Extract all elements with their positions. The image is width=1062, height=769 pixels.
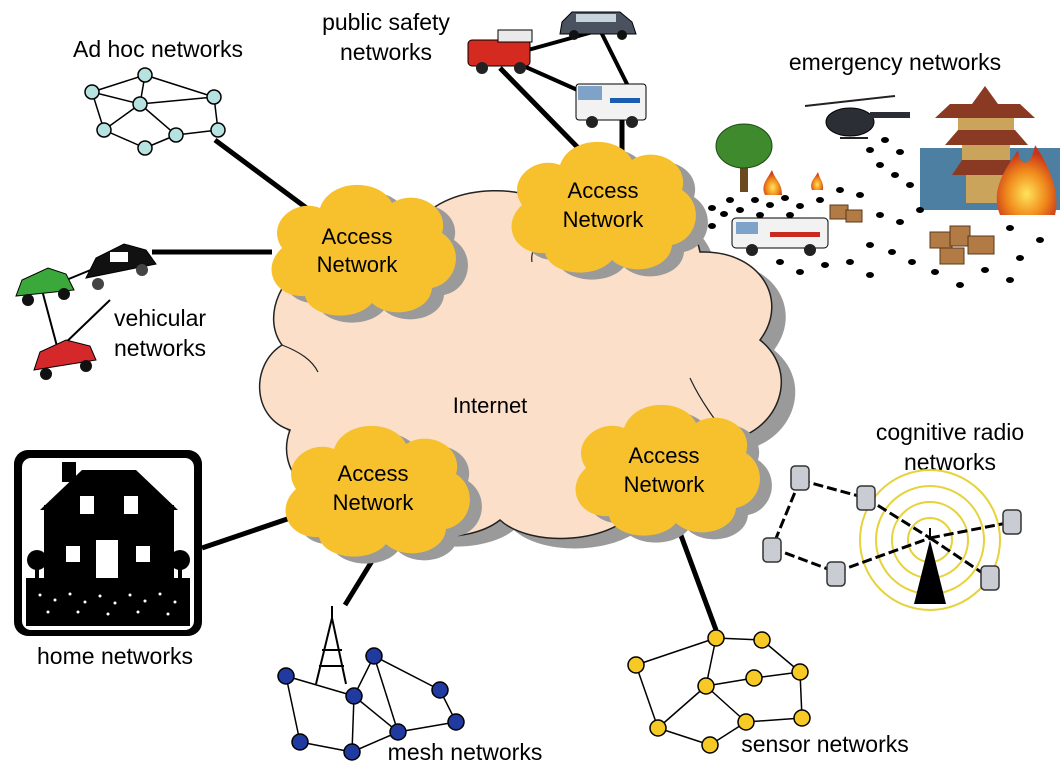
access-label-line2: Network bbox=[563, 207, 645, 232]
emergency-node-dots bbox=[708, 137, 1044, 288]
mesh-node bbox=[431, 681, 449, 699]
sensor-node bbox=[697, 677, 715, 695]
access-cloud-shape bbox=[285, 425, 470, 557]
adhoc-node bbox=[206, 89, 222, 105]
sensor-node bbox=[745, 669, 763, 687]
sensor-node bbox=[791, 663, 809, 681]
access-network-bottom-left: Access Network bbox=[285, 425, 482, 564]
vehicular-network: vehicular networks bbox=[15, 243, 206, 380]
access-cloud-shape bbox=[575, 404, 760, 536]
adhoc-node bbox=[210, 122, 226, 138]
sensor-node bbox=[627, 656, 645, 674]
adhoc-node bbox=[137, 140, 153, 156]
mesh-tower-icon bbox=[315, 606, 347, 685]
adhoc-node bbox=[84, 84, 100, 100]
tree-icon bbox=[715, 123, 773, 192]
sensor-label: sensor networks bbox=[741, 731, 908, 757]
link-sensor bbox=[673, 521, 719, 631]
emergency-network: emergency networks bbox=[708, 49, 1060, 288]
fire-truck-icon bbox=[467, 29, 533, 74]
access-label-line2: Network bbox=[317, 252, 399, 277]
car-red-icon bbox=[33, 339, 97, 380]
radio-device-icon bbox=[1002, 509, 1022, 535]
adhoc-node bbox=[96, 122, 112, 138]
access-label-line2: Network bbox=[333, 490, 415, 515]
radio-device-icon bbox=[980, 565, 1000, 591]
public-safety-network: public safety networks bbox=[322, 9, 647, 128]
house-icon bbox=[14, 450, 202, 636]
sensor-node bbox=[701, 736, 719, 754]
mesh-node bbox=[343, 743, 361, 761]
mesh-node bbox=[447, 713, 465, 731]
mesh-node bbox=[365, 647, 383, 665]
access-network-top-left: Access Network bbox=[271, 184, 468, 323]
radio-device-icon bbox=[790, 465, 810, 491]
access-cloud-shape bbox=[271, 184, 456, 316]
fire-icon bbox=[763, 145, 1057, 215]
cognitive-label-line1: cognitive radio bbox=[876, 419, 1024, 445]
home-label: home networks bbox=[37, 643, 193, 669]
radio-device-icon bbox=[762, 537, 782, 563]
access-cloud-shape bbox=[511, 141, 696, 273]
access-network-top-right: Access Network bbox=[511, 141, 708, 280]
adhoc-node bbox=[132, 96, 148, 112]
sensor-node bbox=[707, 629, 725, 647]
link-adhoc bbox=[213, 137, 322, 221]
adhoc-node bbox=[137, 67, 153, 83]
home-network: home networks bbox=[14, 450, 202, 669]
cognitive-device-nodes bbox=[762, 465, 1022, 591]
car-black-icon bbox=[85, 243, 157, 290]
public-safety-label-line2: networks bbox=[340, 39, 432, 65]
emergency-label: emergency networks bbox=[789, 49, 1001, 75]
access-label-line1: Access bbox=[568, 178, 639, 203]
access-label-line1: Access bbox=[338, 461, 409, 486]
police-car-icon bbox=[559, 11, 637, 40]
rubble-icon bbox=[829, 204, 995, 265]
access-label-line1: Access bbox=[322, 224, 393, 249]
ambulance-icon bbox=[575, 83, 647, 128]
internet-cloud-fold-2 bbox=[281, 344, 319, 373]
link-home bbox=[201, 511, 303, 551]
mesh-network: mesh networks bbox=[277, 606, 543, 765]
cognitive-radio-network: cognitive radio networks bbox=[762, 419, 1024, 611]
cognitive-links bbox=[770, 478, 1013, 580]
mesh-node bbox=[389, 723, 407, 741]
link-public-safety-a bbox=[498, 66, 592, 162]
mesh-node bbox=[345, 687, 363, 705]
radio-device-icon bbox=[856, 485, 876, 511]
internet-label: Internet bbox=[453, 393, 528, 418]
sensor-node bbox=[793, 709, 811, 727]
adhoc-label: Ad hoc networks bbox=[73, 36, 243, 62]
vehicular-label-line2: networks bbox=[114, 335, 206, 361]
helicopter-icon bbox=[804, 95, 910, 139]
radio-tower-icon bbox=[914, 528, 946, 604]
pagoda-icon bbox=[920, 86, 1060, 210]
car-green-icon bbox=[15, 267, 75, 306]
adhoc-network: Ad hoc networks bbox=[73, 36, 243, 156]
access-label-line2: Network bbox=[624, 472, 706, 497]
access-label-line1: Access bbox=[629, 443, 700, 468]
sensor-node bbox=[753, 631, 771, 649]
access-network-bottom-right: Access Network bbox=[575, 404, 772, 543]
vehicular-label-line1: vehicular bbox=[114, 305, 206, 331]
adhoc-node bbox=[168, 127, 184, 143]
mesh-label: mesh networks bbox=[388, 739, 543, 765]
mesh-node bbox=[277, 667, 295, 685]
mesh-node bbox=[291, 733, 309, 751]
radio-device-icon bbox=[826, 561, 846, 587]
public-safety-label-line1: public safety bbox=[322, 9, 450, 35]
emergency-ambulance-icon bbox=[731, 217, 829, 256]
sensor-node bbox=[649, 719, 667, 737]
sensor-network: sensor networks bbox=[627, 629, 909, 757]
sensor-node bbox=[737, 713, 755, 731]
